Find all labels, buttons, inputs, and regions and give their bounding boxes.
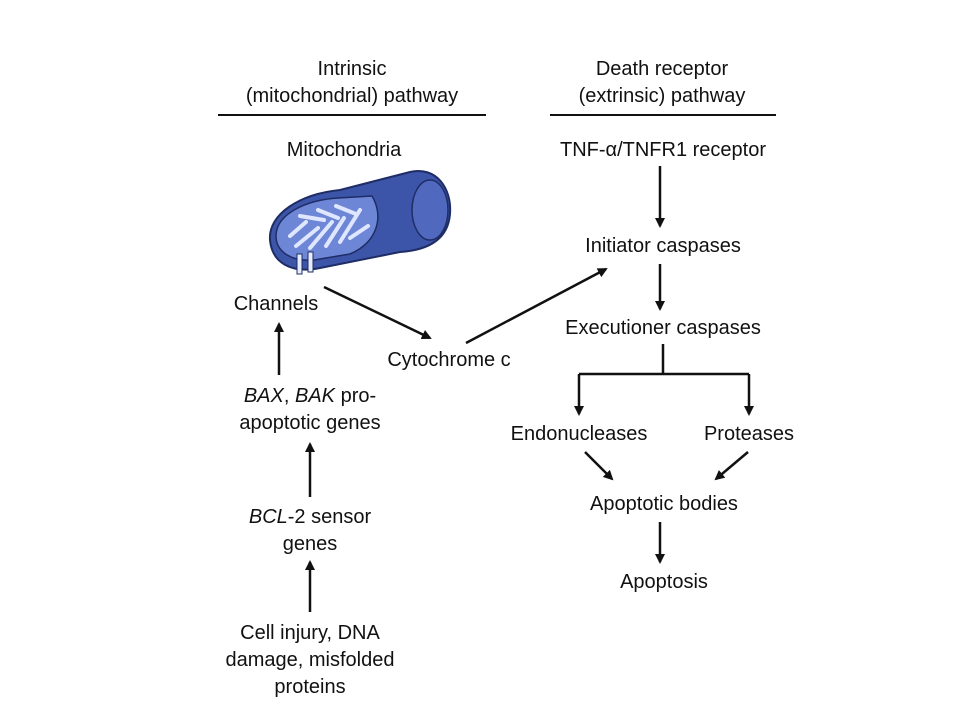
extrinsic-header-line1: Death receptor	[595, 58, 729, 80]
executioner-caspases-label: Executioner caspases	[565, 317, 761, 339]
bak-gene: BAK	[295, 385, 336, 407]
intrinsic-header-line2: (mitochondrial) pathway	[245, 85, 459, 107]
extrinsic-header-line2: (extrinsic) pathway	[578, 85, 746, 107]
cell-injury-line3: proteins	[274, 676, 346, 698]
bax-bak-label-line2: apoptotic genes	[239, 412, 381, 434]
extrinsic-header-rule	[550, 114, 776, 116]
bax-bak-label: BAX, BAK pro-	[244, 383, 376, 410]
bcl2-label-line2: genes	[282, 533, 338, 555]
intrinsic-header-line1: Intrinsic	[317, 58, 387, 80]
bax-gene: BAX	[243, 385, 284, 407]
endonucleases-label: Endonucleases	[510, 423, 648, 445]
arrow-endonucleases-to-bodies	[584, 451, 614, 481]
apoptosis-label: Apoptosis	[620, 571, 708, 593]
cell-injury-line2: damage, misfolded	[225, 649, 395, 671]
intrinsic-header-rule	[218, 114, 486, 116]
channels-label: Channels	[233, 293, 319, 315]
mitochondrion-shape	[268, 170, 452, 275]
cell-injury-line1: Cell injury, DNA	[240, 622, 380, 644]
bcl-rest: -2 sensor	[287, 506, 372, 528]
bax-separator: ,	[283, 385, 295, 407]
arrow-proteases-to-bodies	[714, 451, 749, 481]
initiator-caspases-label: Initiator caspases	[585, 235, 741, 257]
bax-rest: pro-	[335, 385, 377, 407]
bcl2-label: BCL-2 sensor	[249, 504, 371, 531]
cytochrome-c-label: Cytochrome c	[387, 349, 511, 371]
bcl-gene: BCL	[248, 506, 288, 528]
arrow-channels-to-cytochrome	[323, 285, 432, 340]
arrow-cytochrome-to-initiator	[465, 267, 608, 345]
apoptotic-bodies-label: Apoptotic bodies	[590, 493, 738, 515]
tnf-receptor-label: TNF-α/TNFR1 receptor	[559, 139, 767, 161]
mitochondria-label: Mitochondria	[286, 139, 402, 161]
proteases-label: Proteases	[703, 423, 795, 445]
